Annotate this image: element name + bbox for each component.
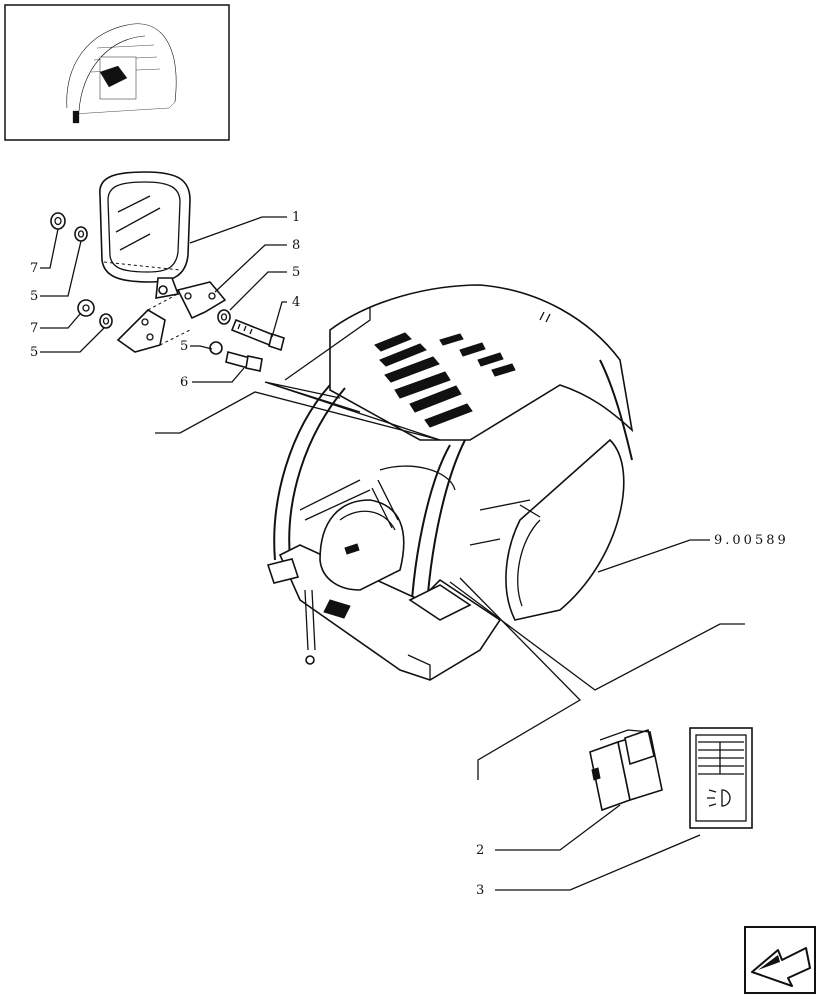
work-light-decal: [495, 727, 753, 891]
label-item-8: 8: [292, 238, 300, 253]
small-parts: [50, 212, 113, 329]
bolt-6: [225, 351, 263, 372]
label-item-1: 1: [292, 210, 300, 225]
bolt-4: [230, 318, 285, 352]
label-item-5-lower-left: 5: [30, 345, 38, 360]
mounting-bracket-left: [116, 289, 191, 353]
label-item-4: 4: [292, 295, 300, 310]
label-item-3: 3: [476, 883, 484, 898]
label-item-6: 6: [180, 375, 188, 390]
label-item-2: 2: [476, 843, 484, 858]
thumbnail-cab-icon: [66, 23, 177, 124]
previous-page-arrow-icon[interactable]: [744, 926, 816, 994]
washer-5d: [209, 341, 223, 355]
thumbnail-box: [4, 4, 230, 141]
label-item-7-upper: 7: [30, 261, 38, 276]
reference-code: 9.00589: [714, 533, 789, 548]
label-item-7-lower: 7: [30, 321, 38, 336]
label-item-5-lower: 5: [180, 339, 188, 354]
callout-lines: [40, 216, 287, 383]
rocker-switch: [495, 728, 663, 851]
label-item-5-upper-left: 5: [30, 289, 38, 304]
cab-leader-lines: [155, 308, 745, 780]
washer-5a: [217, 309, 231, 325]
label-item-5-upper-right: 5: [292, 265, 300, 280]
mounting-bracket-8: [176, 281, 227, 320]
decal-lamp-icon: [707, 789, 731, 807]
operator-cab: [266, 284, 634, 681]
work-light: [99, 171, 191, 299]
